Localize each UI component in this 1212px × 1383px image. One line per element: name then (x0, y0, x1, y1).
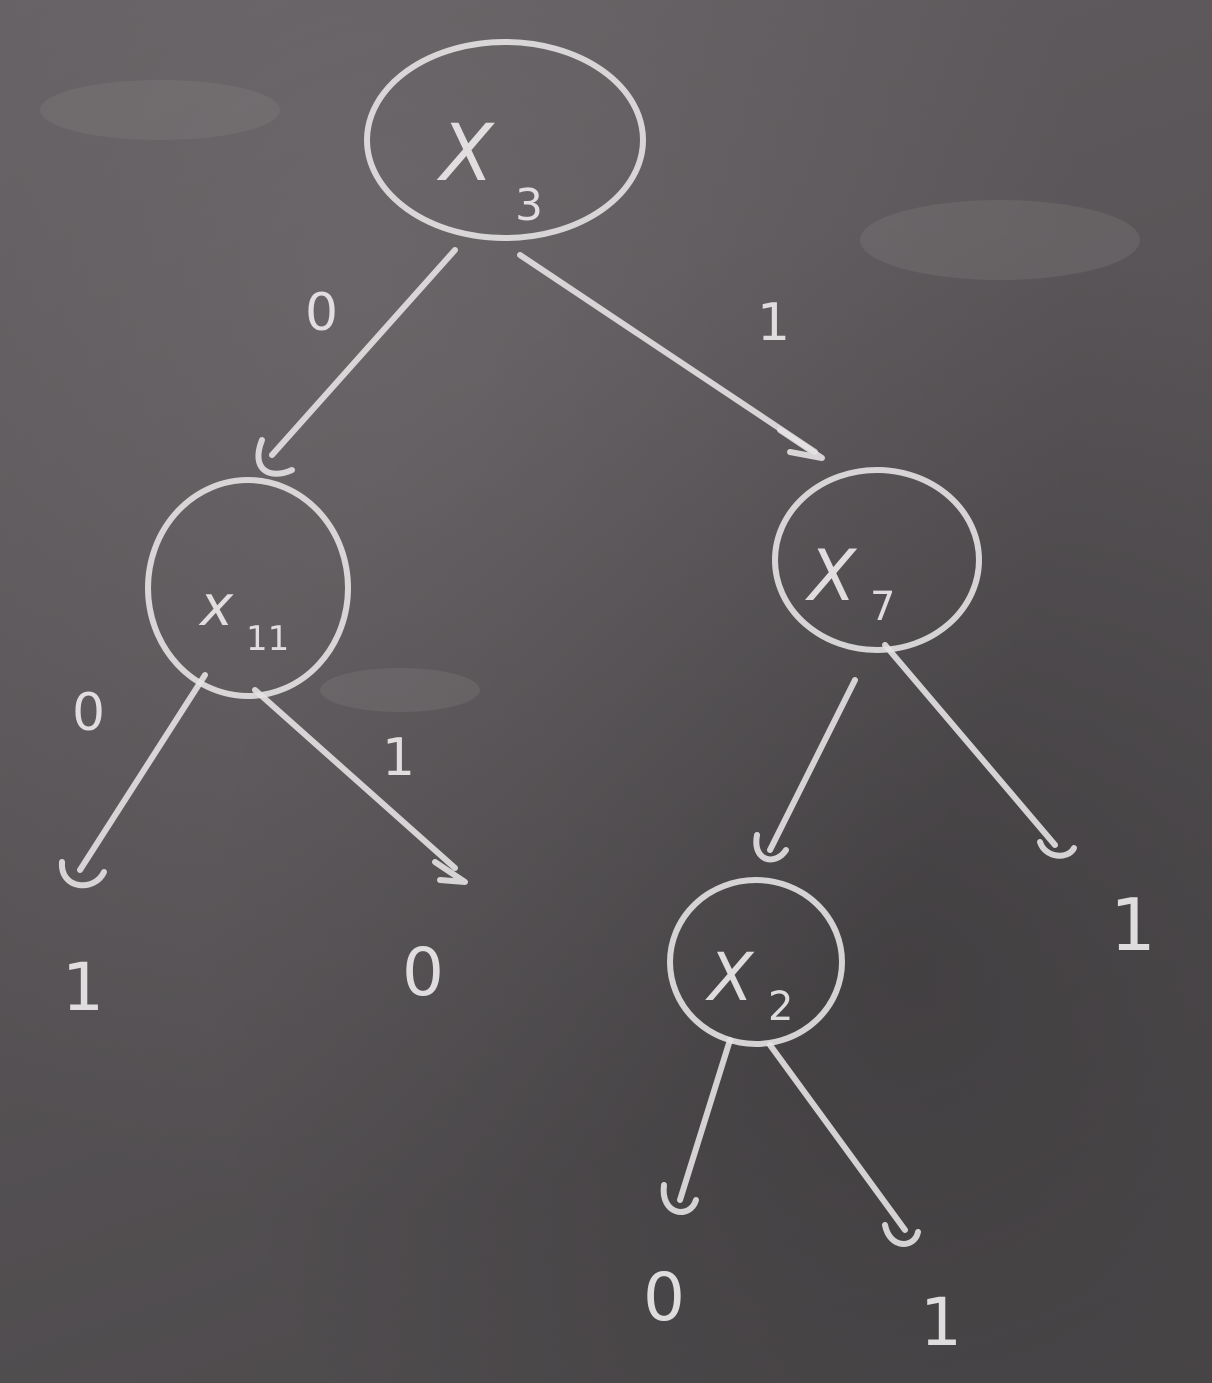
edge-root-left-arrowhead (255, 437, 295, 477)
edge-left-left-arrowhead (58, 859, 107, 889)
node-left-circle (145, 477, 351, 699)
edge-right-right-arrowhead (1037, 839, 1077, 859)
edge-lower-left-arrowhead (660, 1182, 699, 1215)
edge-lower-right-line (767, 1042, 908, 1233)
edge-root-left-line (269, 247, 458, 458)
edge-left-right: 1 (252, 687, 468, 885)
leaf-left-right: 0 (402, 934, 444, 1011)
edge-right-left (753, 677, 858, 863)
edge-left-right-line (252, 687, 458, 871)
leaf-right-right: 1 (1110, 883, 1156, 967)
leaf-lower-left: 0 (643, 1259, 685, 1336)
edge-lower-left (660, 1037, 733, 1215)
edge-lower-right-arrowhead (882, 1222, 921, 1247)
node-lower-sub: 2 (768, 984, 793, 1030)
node-root-var: X (436, 109, 495, 199)
edge-right-left-arrowhead (753, 832, 789, 863)
node-right-sub: 7 (870, 584, 895, 630)
edge-lower-right (767, 1042, 921, 1247)
edge-root-left-label: 0 (305, 283, 338, 343)
smudge (320, 668, 480, 712)
leaf-lower-right: 1 (920, 1284, 962, 1361)
edge-left-right-arrowhead (432, 859, 468, 885)
node-root-circle (364, 39, 646, 241)
edge-left-left-line (77, 672, 208, 873)
node-right-circle (772, 467, 982, 653)
node-right: X 7 (772, 467, 982, 653)
edge-root-left: 0 (255, 247, 458, 477)
edge-right-right (882, 642, 1077, 859)
node-lower-var: X (705, 939, 755, 1016)
node-lower: X 2 (667, 877, 845, 1047)
node-left: x 11 (145, 477, 351, 699)
node-left-sub: 11 (246, 619, 289, 659)
smudge (40, 80, 280, 140)
node-left-var: x (198, 574, 234, 639)
node-lower-circle (667, 877, 845, 1047)
node-root: X 3 (364, 39, 646, 241)
node-root-sub: 3 (515, 180, 543, 231)
leaf-left-left: 1 (62, 949, 104, 1026)
edge-root-right-label: 1 (757, 293, 790, 353)
edge-left-right-label: 1 (382, 728, 415, 788)
edge-left-left: 0 (58, 672, 208, 889)
edge-lower-left-line (677, 1037, 733, 1203)
edge-root-right-line (517, 252, 818, 455)
smudge (860, 200, 1140, 280)
edge-left-left-label: 0 (72, 683, 105, 743)
edge-right-left-line (767, 677, 858, 853)
node-right-var: X (804, 535, 858, 617)
edge-root-right: 1 (517, 252, 825, 461)
edge-root-right-arrowhead (777, 427, 825, 461)
edge-right-right-line (882, 642, 1058, 848)
